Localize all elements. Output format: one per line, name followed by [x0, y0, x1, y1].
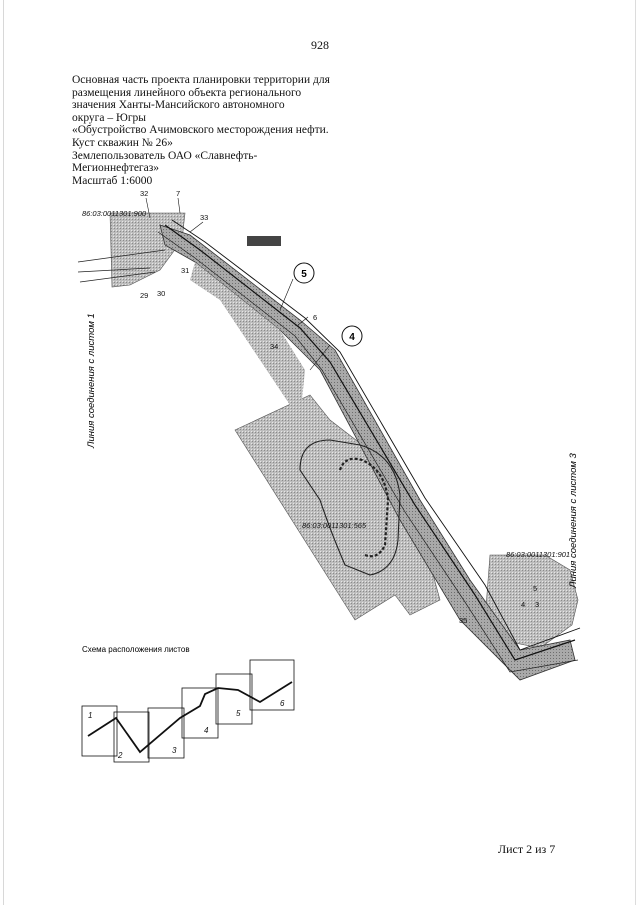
header-line: «Обустройство Ачимовского месторождения …: [72, 124, 329, 137]
sheet-label-4: 4: [204, 726, 209, 735]
circled-label-marker: [341, 325, 363, 347]
scheme-title: Схема расположения листов: [82, 645, 190, 654]
point-label-35: 35: [459, 616, 467, 625]
parcel-label-565: 86:03:0011301:565: [302, 521, 367, 530]
header-block: Основная часть проекта планировки террит…: [72, 74, 332, 187]
scan-edge-right: [635, 0, 636, 905]
header-line: значения Ханты-Мансийского автономного: [72, 99, 285, 112]
sheet-label-5: 5: [236, 709, 241, 718]
well-pad-outline: [299, 439, 401, 576]
circled-label-marker: [293, 262, 315, 284]
scheme-route-line: [87, 681, 293, 754]
road-edge-line: [171, 219, 581, 651]
point-label-32: 32: [140, 189, 148, 198]
sheet-box-5: [215, 673, 253, 725]
sheet-label-1: 1: [88, 711, 92, 720]
parcel-label-900: 86:03:0011301:900: [82, 209, 147, 218]
road-edge-line-outer: [157, 231, 579, 673]
join-line-right-label: Линия соединения с листом 3: [568, 452, 579, 589]
sheet-box-1: [81, 705, 118, 757]
point-label-5: 5: [533, 584, 537, 593]
header-line: Куст скважин № 26»: [72, 136, 173, 149]
sheet-box-2: [113, 711, 150, 763]
sheet-label-2: 2: [117, 751, 123, 760]
scan-edge-left: [3, 0, 4, 905]
point-label-31: 31: [181, 266, 189, 275]
corridor-fill-upper: [190, 262, 305, 420]
sheet-scheme: [81, 659, 295, 763]
point-label-3: 3: [535, 600, 539, 609]
point-label-6: 6: [313, 313, 317, 322]
sheet-footer: Лист 2 из 7: [498, 842, 556, 856]
sheet-box-3: [147, 707, 185, 759]
sheet-label-3: 3: [172, 746, 177, 755]
road-axis-line: [164, 224, 576, 661]
point-label-30: 30: [157, 289, 165, 298]
well-pad-inner: [338, 457, 390, 558]
boundary-left: [77, 249, 166, 283]
header-line: Основная часть проекта планировки террит…: [72, 74, 330, 86]
sheet-label-6: 6: [280, 699, 285, 708]
point-label-7: 7: [176, 189, 180, 198]
header-line: размещения линейного объекта регионально…: [72, 86, 302, 99]
point-label-33: 33: [200, 213, 208, 222]
point-label-34: 34: [270, 342, 278, 351]
leader-lines: [145, 197, 331, 371]
sheet-box-4: [181, 687, 219, 739]
point-label-29: 29: [140, 291, 148, 300]
header-line: Землепользователь ОАО «Славнефть-: [72, 149, 258, 162]
circled-label-4: 4: [349, 332, 355, 343]
page-number: 928: [311, 38, 329, 52]
header-line: Мегионнефтегаз»: [72, 162, 160, 175]
parcel-label-901: 86:03:0011301:901: [506, 550, 570, 559]
point-label-4: 4: [521, 600, 525, 609]
circled-label-5: 5: [301, 269, 307, 280]
join-line-left-label: Линия соединения с листом 1: [86, 313, 97, 449]
structure-marker: [247, 236, 281, 246]
scale-label: Масштаб 1:6000: [72, 174, 153, 187]
sheet-box-6: [249, 659, 295, 711]
header-line: округа – Югры: [72, 111, 147, 124]
